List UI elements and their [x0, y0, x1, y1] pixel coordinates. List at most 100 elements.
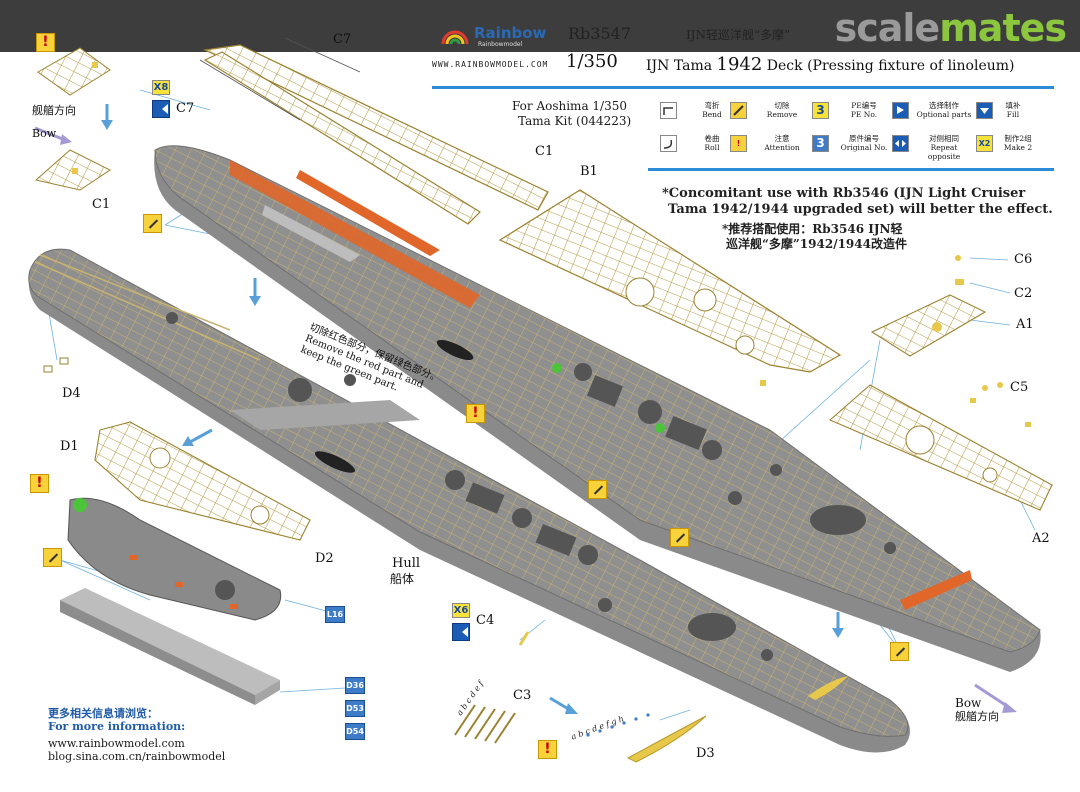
- pe-number-icon: 3: [812, 102, 829, 119]
- label-d3: D3: [696, 746, 715, 761]
- title-chinese: IJN轻巡洋舰“多摩”: [686, 28, 791, 42]
- label-d1: D1: [60, 439, 79, 454]
- remove-icon: [730, 102, 747, 119]
- label-c6: C6: [1014, 252, 1033, 267]
- direction-arrows: [34, 104, 1017, 714]
- label-d2: D2: [315, 551, 334, 566]
- remove-icon: [143, 214, 162, 233]
- attention-icon: !: [538, 740, 557, 759]
- parts-c3-c4-d3: [454, 631, 707, 763]
- make-count-badge: X8: [152, 80, 170, 95]
- website-header: WWW.RAINBOWMODEL.COM: [432, 60, 549, 69]
- label-c1-top: C1: [535, 144, 554, 159]
- part-d4: [43, 357, 69, 373]
- original-part-d53: D53: [345, 700, 365, 717]
- note-cn-line-2: 巡洋舰“多摩”1942/1944改造件: [726, 237, 907, 251]
- legend-divider: [648, 168, 1054, 171]
- attention-icon: !: [466, 404, 485, 423]
- info-cn: 更多相关信息请浏览：: [48, 707, 158, 720]
- parts-d1-d2: [94, 421, 311, 541]
- title-prefix: IJN Tama: [646, 58, 713, 74]
- kit-line-2: Tama Kit (044223): [518, 114, 632, 128]
- product-code: Rb3547: [568, 24, 632, 43]
- watermark-mates: mates: [939, 6, 1067, 50]
- part-b1: [498, 189, 842, 386]
- attention-icon: !: [36, 33, 55, 52]
- label-b1: B1: [580, 164, 598, 179]
- scalemates-watermark: scalemates: [834, 6, 1067, 50]
- kit-line-1: For Aoshima 1/350: [512, 99, 627, 113]
- label-c7-side: C7: [176, 101, 195, 116]
- info-en: For more information:: [48, 720, 186, 733]
- note-line-2: Tama 1942/1944 upgraded set) will better…: [668, 202, 1053, 217]
- kit-reference: For Aoshima 1/350 Tama Kit (044223): [512, 99, 631, 129]
- roll-icon: [660, 135, 677, 152]
- rainbow-logo-icon: [441, 30, 469, 45]
- repeat-opposite-icon: [892, 135, 909, 152]
- note-line-1: *Concomitant use with Rb3546 (IJN Light …: [662, 186, 1026, 201]
- optional-parts-icon: [452, 623, 470, 641]
- remove-icon: [890, 642, 909, 661]
- original-part-d54: D54: [345, 723, 365, 740]
- part-c7-strip: [199, 37, 549, 225]
- make-two-icon: X2: [976, 135, 993, 152]
- part-l16-deck: [67, 497, 282, 621]
- label-c4: C4: [476, 613, 495, 628]
- lower-hull: [28, 248, 910, 753]
- parts-c7-c1-left: [34, 47, 111, 191]
- recommendation-note-cn: *推荐搭配使用：Rb3546 IJN轻 巡洋舰“多摩”1942/1944改造件: [722, 222, 907, 252]
- label-c5: C5: [1010, 380, 1029, 395]
- more-information: 更多相关信息请浏览： For more information: www.rai…: [48, 707, 225, 763]
- part-block: [60, 588, 280, 705]
- title-suffix: Deck (Pressing fixture of linoleum): [766, 58, 1015, 74]
- watermark-scale: scale: [834, 6, 941, 50]
- maker-subname: Rainbowmodel: [478, 41, 523, 48]
- original-number-icon: 3: [812, 135, 829, 152]
- original-part-d36: D36: [345, 677, 365, 694]
- original-part-l16: L16: [325, 606, 345, 623]
- info-url-2[interactable]: blog.sina.com.cn/rainbowmodel: [48, 750, 226, 763]
- label-d4: D4: [62, 386, 81, 401]
- parts-a1-a2: [828, 255, 1053, 511]
- title-year: 1942: [716, 54, 763, 75]
- optional-parts-icon: [152, 100, 170, 118]
- label-hull-en: Hull: [392, 556, 421, 571]
- note-cn-line-1: *推荐搭配使用：Rb3546 IJN轻: [722, 222, 903, 236]
- bow-direction-left: 舰艏方向 Bow: [32, 104, 76, 140]
- info-url-1[interactable]: www.rainbowmodel.com: [48, 737, 185, 750]
- remove-icon: [670, 528, 689, 547]
- page-title: IJN Tama 1942 Deck (Pressing fixture of …: [646, 54, 1014, 75]
- header-divider: [432, 86, 1054, 89]
- scale-label: 1/350: [566, 51, 618, 72]
- label-a2: A2: [1032, 531, 1050, 546]
- label-c7-top: C7: [333, 32, 352, 47]
- label-c1-left: C1: [92, 197, 111, 212]
- bow-direction-right: Bow 舰艏方向: [955, 696, 999, 724]
- make-count-badge: X6: [452, 603, 470, 618]
- label-a1: A1: [1016, 317, 1034, 332]
- label-hull-cn: 船体: [390, 572, 415, 586]
- attention-icon: !: [730, 135, 747, 152]
- attention-icon: !: [30, 474, 49, 493]
- bend-icon: [660, 102, 677, 119]
- watermark-bar: [0, 0, 1080, 52]
- label-c2: C2: [1014, 286, 1033, 301]
- optional-icon: [892, 102, 909, 119]
- fill-icon: [976, 102, 993, 119]
- remove-icon: [588, 480, 607, 499]
- maker-name: Rainbow: [474, 24, 547, 42]
- label-c3: C3: [513, 688, 532, 703]
- upper-hull: [154, 145, 1041, 672]
